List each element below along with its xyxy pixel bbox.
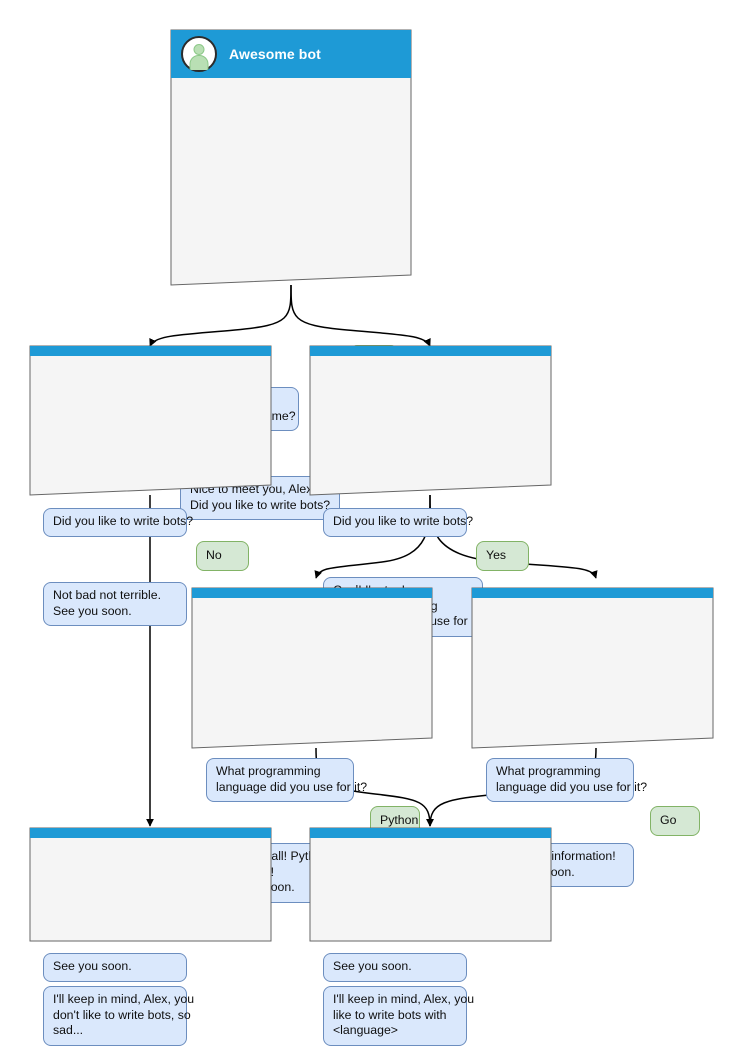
node-go[interactable]: What programming language did you use fo…: [471, 587, 714, 887]
message-bubble-bot: What programming language did you use fo…: [206, 758, 367, 802]
message-bubble-user: No: [196, 541, 249, 571]
node-end-happy[interactable]: See you soon. I'll keep in mind, Alex, y…: [309, 827, 552, 1046]
node-root-header: Awesome bot: [171, 30, 411, 78]
flow-diagram-canvas: Awesome bot /start Hi there! What's your…: [29, 29, 714, 1046]
message-bubble-bot: What programming language did you use fo…: [486, 758, 647, 802]
node-no[interactable]: Did you like to write bots? No Not bad n…: [29, 345, 272, 626]
edge-root-to-no: [149, 284, 292, 347]
message-bubble-user: Yes: [476, 541, 529, 571]
node-root[interactable]: Awesome bot /start Hi there! What's your…: [170, 29, 412, 520]
node-yes-shape: [309, 345, 552, 496]
node-go-header: [472, 588, 713, 598]
edge-root-to-yes: [290, 284, 431, 347]
node-end-sad-shape: [29, 827, 272, 942]
node-no-shape: [29, 345, 272, 496]
message-bubble-bot: Not bad not terrible. See you soon.: [43, 582, 187, 626]
node-end-sad[interactable]: See you soon. I'll keep in mind, Alex, y…: [29, 827, 272, 1046]
node-yes[interactable]: Did you like to write bots? Yes Cool! I'…: [309, 345, 552, 637]
node-end-happy-shape: [309, 827, 552, 942]
message-bubble-bot: I'll keep in mind, Alex, you don't like …: [43, 986, 194, 1046]
node-go-shape: [471, 587, 714, 749]
message-bubble-bot: See you soon.: [43, 953, 187, 982]
node-python-shape: [191, 587, 433, 749]
person-icon: [181, 36, 217, 72]
message-bubble-bot: I'll keep in mind, Alex, you like to wri…: [323, 986, 474, 1046]
node-yes-header: [310, 346, 551, 356]
node-python[interactable]: What programming language did you use fo…: [191, 587, 433, 903]
message-bubble-bot: See you soon.: [323, 953, 467, 982]
node-end-happy-header: [310, 828, 551, 838]
node-end-sad-header: [30, 828, 271, 838]
node-python-header: [192, 588, 432, 598]
node-no-header: [30, 346, 271, 356]
message-bubble-bot: Did you like to write bots?: [43, 508, 193, 537]
message-bubble-bot: Did you like to write bots?: [323, 508, 473, 537]
node-root-title: Awesome bot: [229, 46, 321, 62]
message-bubble-user: Go: [650, 806, 700, 836]
